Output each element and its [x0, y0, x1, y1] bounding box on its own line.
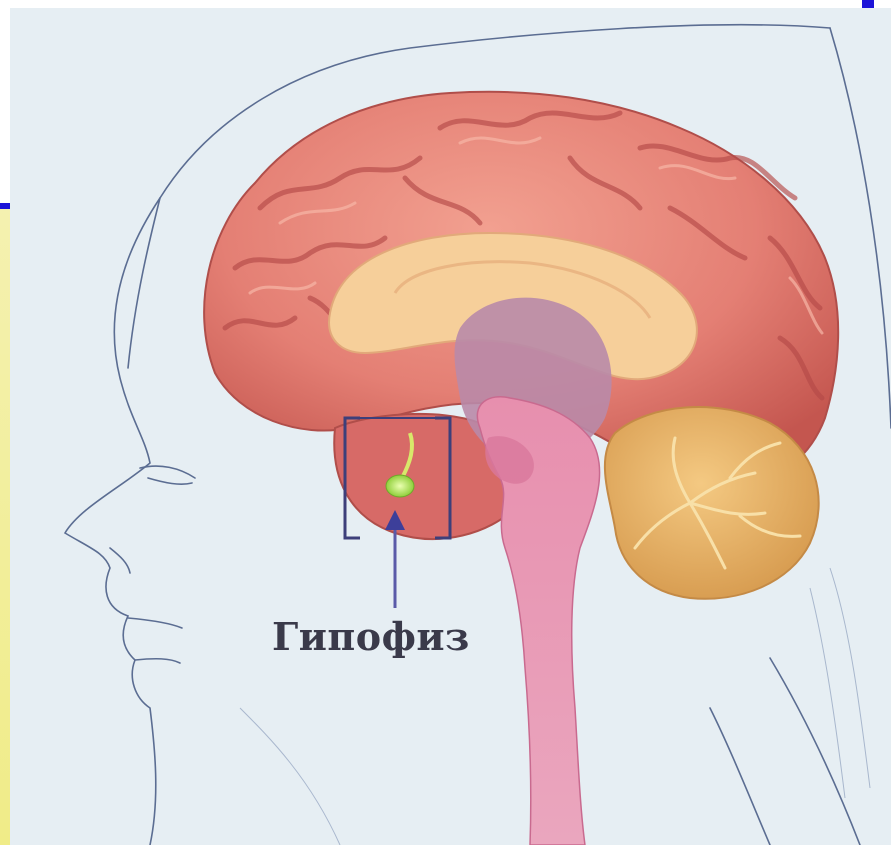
pituitary-label: Гипофиз [272, 614, 470, 659]
pituitary-gland [386, 475, 414, 497]
slide-blue-bar-top [862, 0, 874, 8]
brain-illustration [10, 8, 891, 845]
cerebellum [605, 407, 819, 599]
